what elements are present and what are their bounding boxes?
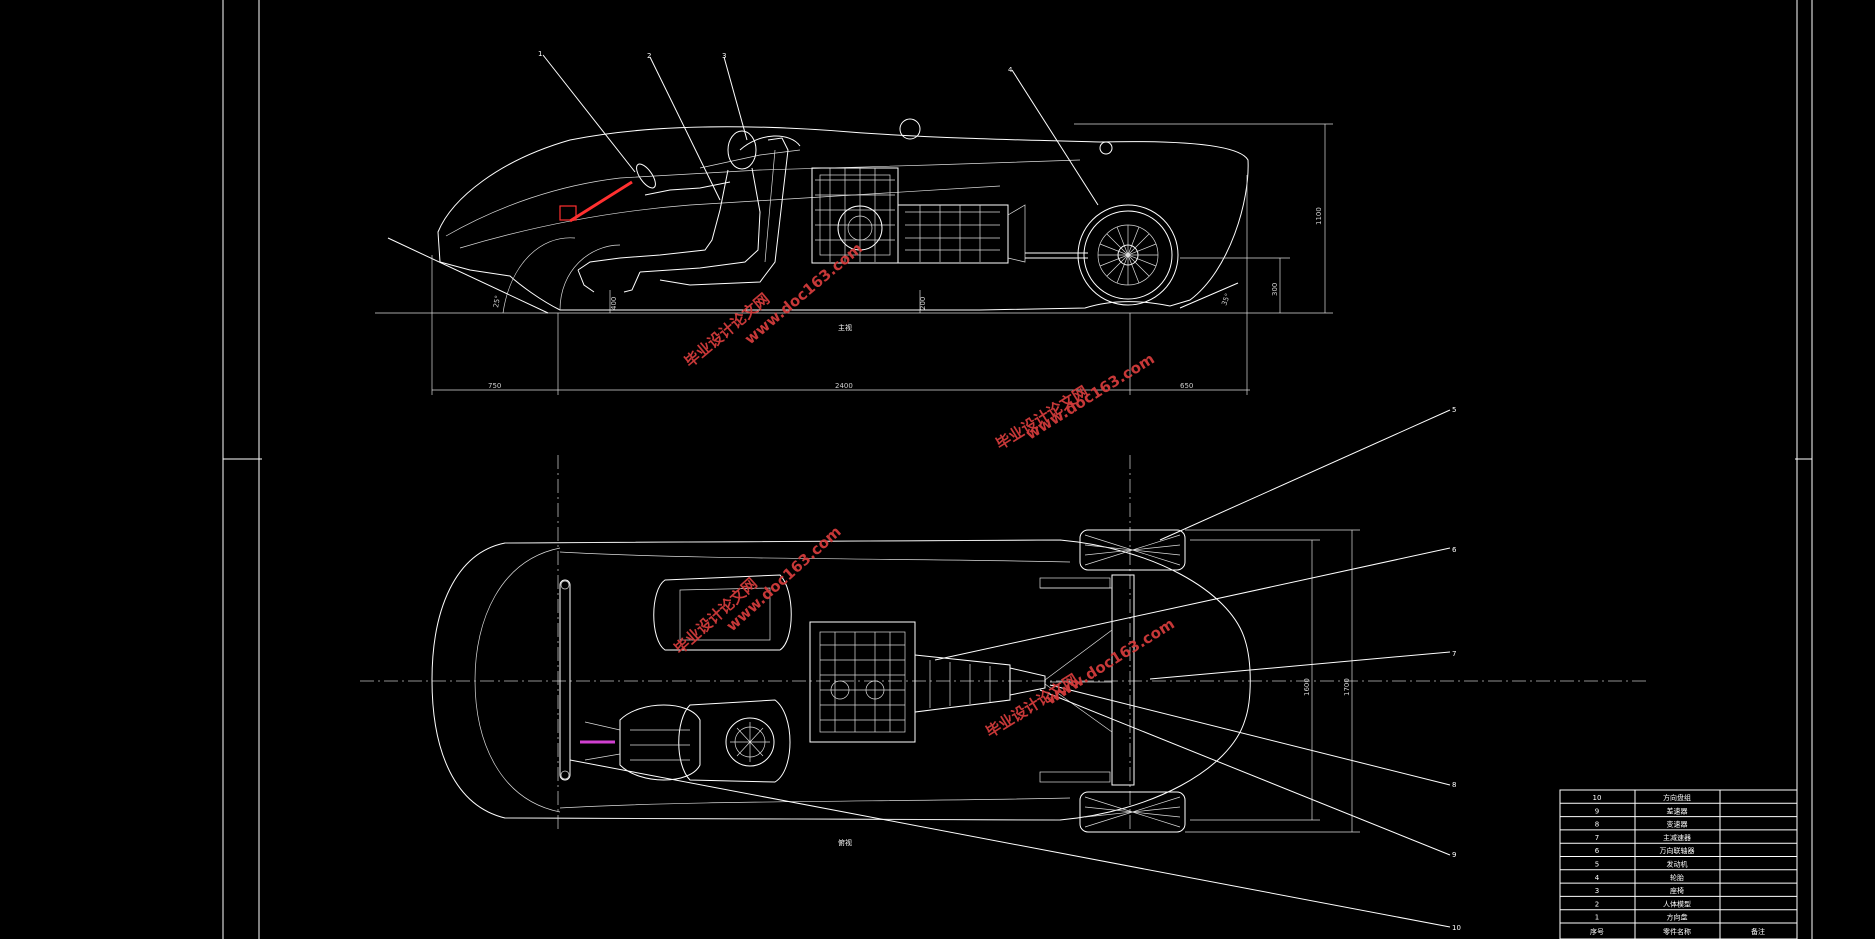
top-view [360, 409, 1650, 928]
dim-wheel-clearance: 300 [1271, 283, 1279, 296]
dim-seat-height: 400 [610, 297, 618, 310]
parts-header-no: 序号 [1590, 927, 1604, 936]
parts-row-name: 方向盘 [1667, 913, 1688, 922]
parts-row-no: 2 [1595, 900, 1599, 908]
callout-9: 9 [1452, 851, 1456, 859]
dim-track-rear: 1700 [1343, 678, 1351, 696]
steering-column [559, 163, 656, 223]
parts-table: 10 方向盘组 9 差速器 8 变速器 7 主减速器 6 万向联轴器 5 发动机 4 轮胎 3 座椅 2 人体模型… [1559, 789, 1798, 939]
dim-front-overhang: 750 [488, 382, 501, 390]
dim-height: 1100 [1315, 207, 1323, 225]
dim-engine: 200 [919, 297, 927, 310]
watermark-url-4: www.doc163.com [1043, 615, 1178, 709]
dim-angle-front: 25° [492, 295, 502, 309]
rear-wheel [1077, 204, 1179, 306]
dimension-labels: 750 2400 650 1100 400 200 300 25° 35° 16… [488, 207, 1351, 696]
driver-figure [577, 130, 789, 293]
parts-row-name: 万向联轴器 [1660, 846, 1695, 855]
callout-2: 2 [647, 52, 651, 60]
dim-rear-overhang: 650 [1180, 382, 1193, 390]
watermark-url-3: www.doc163.com [723, 523, 845, 635]
parts-row-name: 发动机 [1667, 860, 1688, 869]
callout-1: 1 [538, 50, 542, 58]
drawing-frame [222, 0, 1813, 939]
dim-wheelbase: 2400 [835, 382, 853, 390]
callout-8: 8 [1452, 781, 1456, 789]
callout-4: 4 [1008, 66, 1013, 74]
watermarks: 毕业设计论文网 www.doc163.com 毕业设计论文网 www.doc16… [671, 239, 1178, 741]
parts-row-name: 主减速器 [1663, 833, 1691, 842]
parts-row-no: 9 [1595, 807, 1599, 815]
dim-angle-rear: 35° [1220, 292, 1232, 306]
parts-row-name: 人体模型 [1663, 899, 1691, 908]
parts-row-no: 7 [1595, 834, 1599, 842]
parts-row-name: 方向盘组 [1663, 793, 1691, 802]
parts-row-name: 轮胎 [1670, 873, 1684, 882]
dim-track-front: 1600 [1303, 678, 1311, 696]
side-view [375, 54, 1333, 395]
parts-row-no: 8 [1595, 821, 1599, 829]
side-view-caption: 主视 [838, 323, 852, 332]
engine-assembly [811, 167, 1088, 264]
callout-10: 10 [1452, 924, 1461, 932]
parts-row-no: 1 [1595, 914, 1599, 922]
callout-5: 5 [1452, 406, 1456, 414]
parts-row-no: 10 [1593, 794, 1602, 802]
parts-row-name: 座椅 [1670, 886, 1684, 895]
parts-row-no: 4 [1595, 874, 1600, 882]
parts-row-no: 6 [1595, 847, 1600, 855]
parts-header-note: 备注 [1751, 927, 1765, 936]
parts-row-no: 5 [1595, 861, 1599, 869]
callout-7: 7 [1452, 650, 1456, 658]
watermark-url-2: www.doc163.com [1023, 350, 1158, 444]
parts-row-name: 变速器 [1667, 820, 1688, 829]
callout-6: 6 [1452, 546, 1457, 554]
parts-row-no: 3 [1595, 887, 1599, 895]
engine-top [809, 621, 1113, 743]
top-view-caption: 俯视 [838, 838, 852, 847]
callout-numbers: 1 2 3 4 5 6 7 8 9 10 [538, 50, 1461, 932]
callout-3: 3 [722, 52, 726, 60]
parts-header-name: 零件名称 [1663, 927, 1691, 936]
parts-row-name: 差速器 [1667, 806, 1688, 815]
